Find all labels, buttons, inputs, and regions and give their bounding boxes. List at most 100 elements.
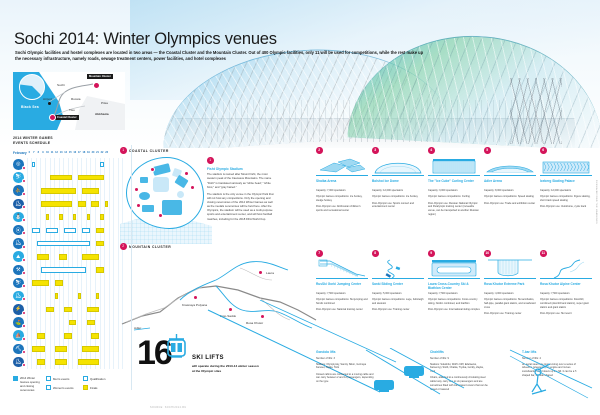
schedule-event-block[interactable] [45, 227, 59, 234]
schedule-event-block[interactable] [95, 227, 104, 234]
schedule-row: ⛵ [13, 329, 125, 343]
calendar-day-12: 12 [55, 151, 58, 154]
calendar-day-15: 15 [68, 151, 72, 154]
coastal-marker-6 [158, 213, 163, 218]
skeleton-icon[interactable]: ⛳ [13, 317, 24, 328]
schedule-event-block[interactable] [54, 293, 59, 300]
schedule-event-block[interactable] [95, 240, 104, 247]
curling-icon[interactable]: ⦿ [13, 224, 24, 236]
schedule-row-grid [27, 184, 125, 198]
olympic-rings-icon[interactable]: ◎ [13, 159, 24, 170]
mountain-marker-laura [258, 270, 263, 275]
schedule-heading-line1: 2014 WINTER GAMES [13, 136, 53, 140]
schedule-event-block[interactable] [54, 346, 68, 352]
sport-venue-badge [21, 336, 26, 341]
ski-jumping-icon[interactable]: ⛵ [13, 330, 24, 341]
venue-olympic-use: Olympic Games competitions: Ski jumping … [316, 298, 368, 306]
bobsleigh-icon[interactable]: ⛸ [13, 198, 24, 210]
schedule-event-block[interactable] [41, 201, 72, 207]
freestyle-icon[interactable]: ⛰ [13, 251, 24, 262]
legend-label-mens: Men's events [53, 376, 70, 381]
schedule-event-block[interactable] [36, 333, 45, 339]
map-pin-mountain [93, 82, 100, 89]
calendar-day-11: 11 [50, 151, 54, 154]
sport-venue-badge [21, 205, 26, 210]
schedule-event-block[interactable] [64, 333, 72, 339]
figure-skating-icon[interactable]: ⛸ [13, 238, 24, 249]
schedule-event-block[interactable] [100, 161, 104, 168]
schedule-event-block[interactable] [73, 214, 77, 220]
schedule-event-block[interactable] [86, 306, 100, 313]
schedule-event-block[interactable] [54, 359, 68, 365]
legend-label-qualification: Qualification [90, 376, 106, 381]
schedule-event-block[interactable] [77, 293, 81, 300]
snowboard-icon[interactable]: ⛏ [13, 343, 24, 355]
ice-hockey-icon[interactable]: ⚒ [13, 264, 24, 275]
calendar-day-6: 6 [28, 151, 30, 154]
venue-card-number: 10 [484, 250, 491, 257]
ski-lifts-count: 16 [137, 334, 173, 372]
legend-swatch-finals [83, 385, 88, 390]
schedule-event-block[interactable] [32, 280, 50, 286]
stadium-tower [510, 78, 562, 144]
schedule-event-block[interactable] [86, 214, 91, 220]
schedule-event-block[interactable] [64, 306, 72, 313]
short-track-icon[interactable]: ⚡ [13, 304, 24, 315]
cross-country-icon[interactable]: ⛄ [13, 211, 24, 223]
legend-swatch-mens [46, 376, 51, 381]
calendar-day-7: 7 [33, 151, 35, 154]
schedule-event-block[interactable] [36, 240, 91, 247]
alpine-skiing-icon[interactable]: ⛷ [13, 172, 24, 183]
schedule-event-block[interactable] [91, 333, 100, 339]
schedule-event-block[interactable] [91, 201, 100, 207]
schedule-event-block[interactable] [32, 161, 36, 168]
schedule-event-block[interactable] [95, 293, 100, 300]
calendar-day-9: 9 [42, 151, 44, 154]
schedule-event-block[interactable] [77, 201, 86, 207]
venue-card-number: 4 [428, 147, 435, 154]
schedule-event-block[interactable] [41, 187, 77, 194]
speed-skating-icon[interactable]: ⛸ [13, 356, 24, 368]
schedule-event-block[interactable] [45, 214, 50, 220]
schedule-event-block[interactable] [32, 227, 41, 234]
schedule-event-block[interactable] [82, 227, 91, 234]
schedule-event-block[interactable] [95, 267, 104, 273]
venue-post-olympic-use: Post-Olympic use: Training center [484, 312, 522, 316]
schedule-row: ⛸ [13, 197, 125, 211]
schedule-row-grid [27, 263, 125, 277]
coastal-marker-1 [150, 167, 155, 172]
venue-card-number: 2 [316, 147, 323, 154]
schedule-event-block[interactable] [50, 174, 72, 181]
luge-icon[interactable]: ⛷ [13, 277, 24, 289]
schedule-event-block[interactable] [59, 214, 63, 220]
venue-card-name: Bolshoi Ice Dome [372, 179, 399, 183]
schedule-event-block[interactable] [82, 187, 100, 194]
lift-description: Closed cabins are connected to a moving … [316, 372, 374, 384]
schedule-event-block[interactable] [36, 359, 45, 365]
schedule-event-block[interactable] [45, 306, 54, 313]
schedule-event-block[interactable] [82, 346, 100, 352]
venue-capacity: Capacity: 7,500 spectators [540, 292, 570, 295]
nordic-combined-icon[interactable]: ⛸ [13, 290, 24, 302]
schedule-event-block[interactable] [64, 227, 77, 234]
schedule-event-block[interactable] [77, 174, 104, 181]
schedule-event-block[interactable] [68, 319, 77, 326]
schedule-event-block[interactable] [100, 214, 104, 220]
schedule-event-block[interactable] [104, 201, 109, 207]
biathlon-icon[interactable]: ⛹ [13, 185, 24, 196]
schedule-event-block[interactable] [86, 319, 95, 326]
schedule-event-block[interactable] [32, 346, 45, 352]
schedule-event-block[interactable] [82, 253, 100, 260]
venue-olympic-use: Olympic Games competitions: Luge, bobsle… [372, 298, 424, 306]
schedule-event-block[interactable] [59, 253, 68, 260]
schedule-event-block[interactable] [41, 267, 86, 273]
schedule-event-block[interactable] [36, 253, 50, 260]
schedule-event-block[interactable] [77, 359, 100, 365]
schedule-row: ◎ [13, 158, 125, 172]
schedule-event-block[interactable] [54, 280, 63, 286]
